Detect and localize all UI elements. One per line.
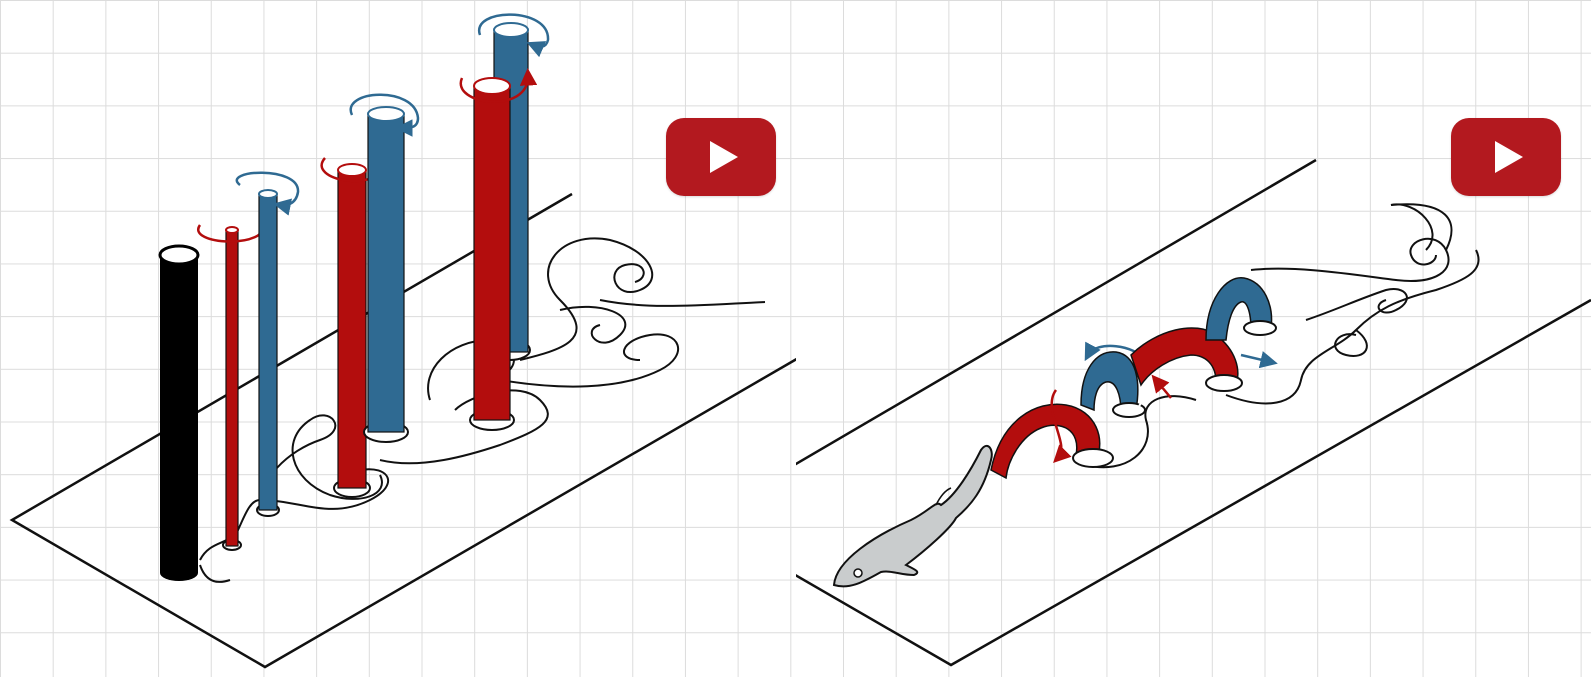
blue-vortex-column-1 <box>237 173 298 516</box>
play-video-button-left[interactable] <box>666 118 776 196</box>
fish-wake-panel <box>796 0 1591 677</box>
play-icon <box>1495 141 1523 173</box>
wake-streamlines <box>1086 204 1479 467</box>
fish-silhouette <box>834 446 992 586</box>
cylinder-wake-panel <box>0 0 796 677</box>
cylinder-wake-illustration <box>0 0 796 677</box>
play-video-button-right[interactable] <box>1451 118 1561 196</box>
play-icon <box>710 141 738 173</box>
black-cylinder <box>160 246 198 581</box>
fish-wake-illustration <box>796 0 1591 677</box>
ground-plane <box>796 160 1591 665</box>
fish-eye <box>854 569 862 577</box>
